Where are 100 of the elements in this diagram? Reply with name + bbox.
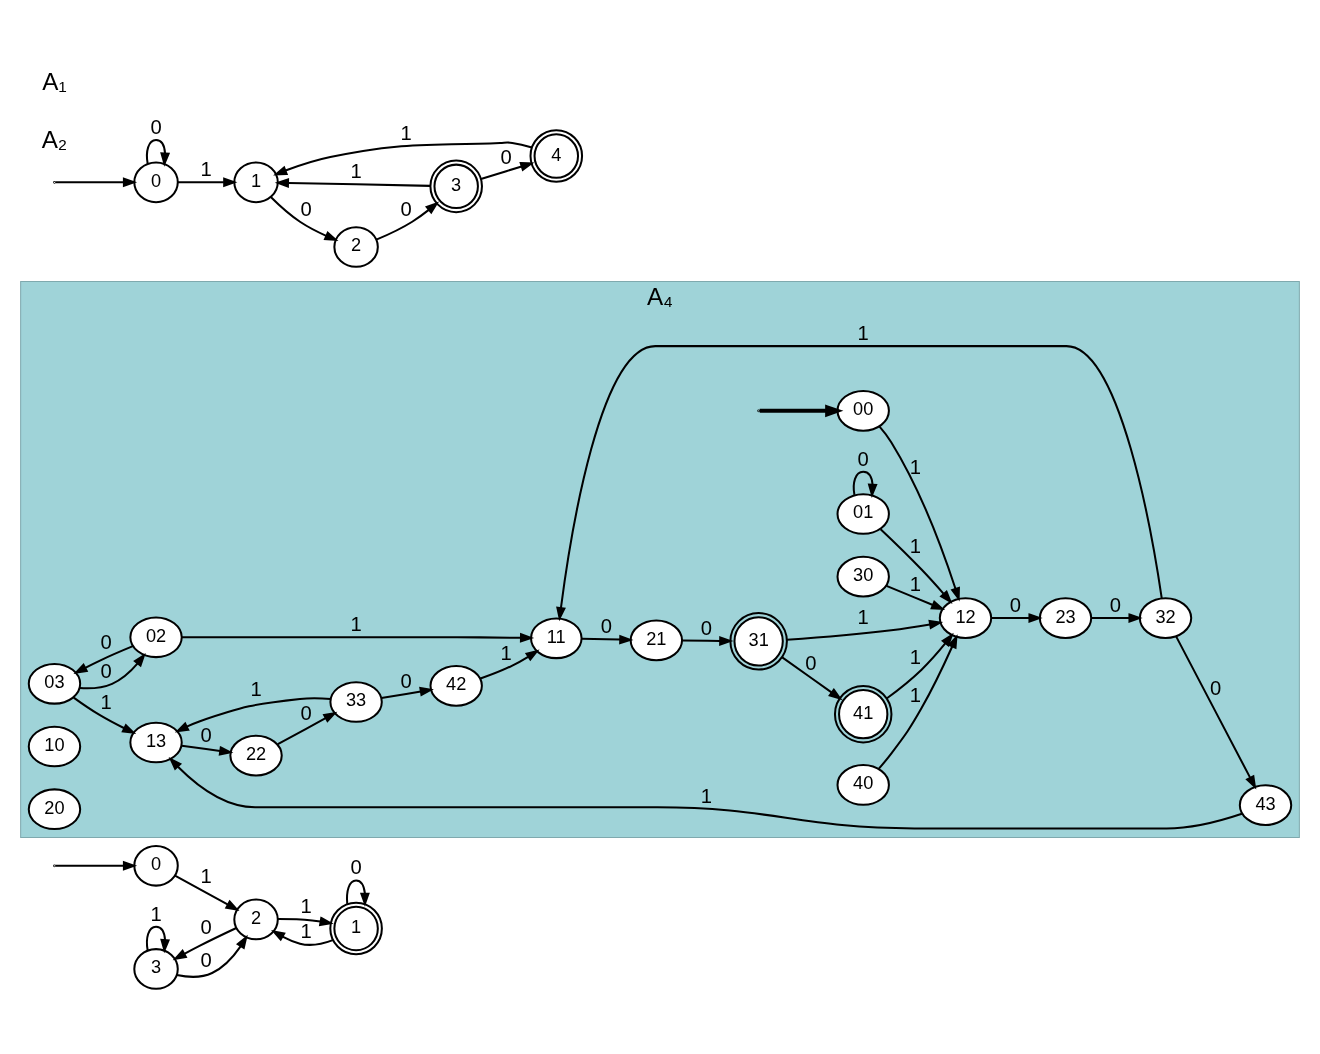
edge-label: 1: [200, 865, 212, 887]
arrow: [168, 756, 1243, 830]
node-ellipse: 02: [129, 616, 183, 659]
arrow: [277, 711, 338, 746]
node-ellipse: 20: [27, 788, 82, 830]
node-ellipse: 12: [938, 597, 993, 639]
arrow: [174, 697, 331, 733]
edge-label: 1: [909, 572, 922, 595]
edge-label: 1: [857, 606, 869, 629]
arrow: [375, 201, 440, 241]
arrow: [181, 744, 234, 756]
node-circle: 4: [529, 129, 584, 183]
node-circle: 2: [233, 898, 279, 941]
edge-label: 0: [300, 702, 312, 725]
arrow: [73, 696, 137, 735]
arrow: [556, 345, 1163, 622]
edge-label: 0: [300, 197, 312, 220]
arrow: [346, 879, 370, 907]
node-circle: 0: [133, 845, 179, 887]
edge-label: 1: [300, 895, 312, 918]
node-ellipse: 03: [27, 663, 82, 705]
arrow: [270, 196, 339, 242]
edge-label: 1: [200, 158, 212, 181]
edge-label: 0: [400, 669, 412, 692]
edge-label: 1: [250, 677, 262, 700]
edge-label: 0: [200, 948, 212, 971]
arrow: [1175, 635, 1257, 790]
edge-label: 1: [909, 645, 922, 668]
arrow: [682, 636, 734, 646]
edge-label: 1: [909, 455, 922, 478]
node-ellipse: 22: [229, 734, 283, 777]
arrow: [381, 686, 434, 699]
edge-label: 0: [100, 631, 112, 654]
node-ellipse: 13: [129, 721, 183, 764]
arrow: [879, 528, 953, 604]
arrow: [274, 178, 431, 188]
node-ellipse: 23: [1038, 597, 1093, 639]
edge-label: 0: [1209, 676, 1222, 699]
node-ellipse: 30: [836, 555, 890, 598]
arrow: [886, 584, 946, 611]
edge-label: 1: [400, 121, 412, 144]
edge-label: 0: [350, 856, 362, 879]
arrow: [273, 141, 533, 176]
node-ellipse: 32: [1138, 597, 1193, 639]
node-circle: 3: [133, 948, 179, 990]
node-ellipse: 33: [329, 681, 383, 723]
edge-label: 0: [100, 659, 112, 682]
arrow: [781, 656, 843, 701]
arrow: [145, 139, 171, 167]
arrow: [271, 929, 334, 946]
arrow: [145, 925, 171, 954]
edge-label: 1: [350, 160, 362, 183]
arrow: [174, 874, 240, 911]
edge-label: 0: [200, 915, 212, 938]
arrow: [182, 632, 535, 643]
node-circle: 3: [429, 159, 483, 214]
node-ellipse: 43: [1238, 784, 1293, 826]
node-circle: 0: [133, 161, 179, 204]
arrow: [786, 619, 944, 641]
arrow: [73, 645, 134, 674]
edge-label: 0: [500, 146, 512, 169]
node-ellipse: 00: [836, 390, 890, 432]
edge-label: 0: [1109, 594, 1122, 617]
node-ellipse: 40: [836, 764, 890, 806]
arrow: [176, 934, 248, 978]
arrow: [991, 613, 1043, 624]
arrow: [172, 927, 237, 961]
arrow: [852, 470, 878, 498]
edge-label: 1: [300, 919, 312, 942]
edge-label: 0: [857, 447, 869, 470]
edge-label: 1: [700, 785, 712, 808]
arrow: [278, 916, 334, 927]
node-ellipse: 01: [836, 493, 890, 535]
edge-label: 0: [600, 615, 612, 638]
label: A₁: [42, 67, 67, 95]
label: A₂: [41, 126, 68, 154]
edge-label: 1: [500, 641, 512, 664]
node-circle: 1: [329, 901, 383, 956]
arrow: [79, 652, 146, 690]
node-circle: 31: [729, 612, 788, 671]
arrow: [878, 634, 958, 770]
arrow: [55, 860, 138, 871]
arrow: [177, 177, 238, 188]
arrow: [480, 161, 535, 180]
arrow: [878, 426, 960, 602]
node-ellipse: 11: [530, 617, 583, 660]
edge-label: 1: [100, 691, 112, 714]
edge-label: 0: [200, 724, 212, 747]
edge-label: 1: [909, 535, 922, 558]
node-ellipse: 21: [629, 619, 684, 662]
edge-label: 0: [150, 116, 162, 138]
node-circle: 41: [833, 684, 893, 744]
edge-label: 1: [857, 322, 869, 345]
edge-label: 0: [400, 197, 412, 220]
arrow: [581, 634, 634, 645]
node-circle: 2: [333, 226, 379, 268]
edge-label: 1: [350, 613, 362, 636]
edge-label: 0: [700, 617, 712, 640]
arrow: [480, 649, 540, 680]
edge-label: 0: [1009, 594, 1022, 617]
